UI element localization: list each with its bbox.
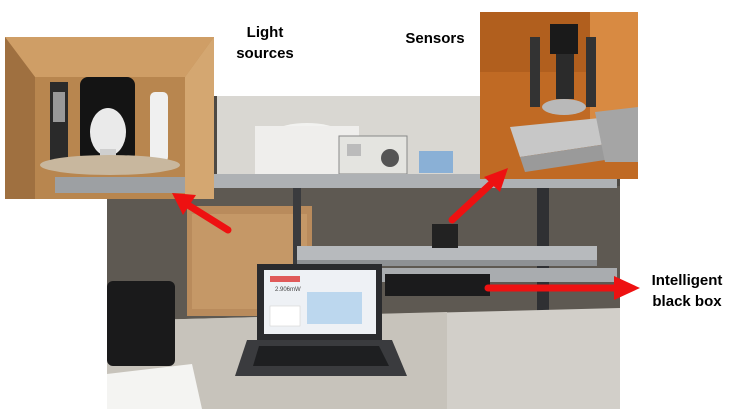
light-sources-label-line2: sources bbox=[236, 45, 294, 62]
light-sources-label: Light sources bbox=[230, 22, 300, 64]
sensors-inset-photo bbox=[480, 12, 638, 179]
sensors-label: Sensors bbox=[405, 30, 465, 47]
laptop-screen-reading: 2.906mW bbox=[275, 287, 301, 293]
black-box-label-line2: black box bbox=[652, 293, 722, 310]
black-box-label-line1: Intelligent bbox=[651, 272, 723, 289]
intelligent-black-box-label: Intelligent black box bbox=[643, 270, 731, 312]
light-sources-label-line1: Light bbox=[246, 24, 284, 41]
light-sources-inset-photo bbox=[5, 37, 214, 199]
